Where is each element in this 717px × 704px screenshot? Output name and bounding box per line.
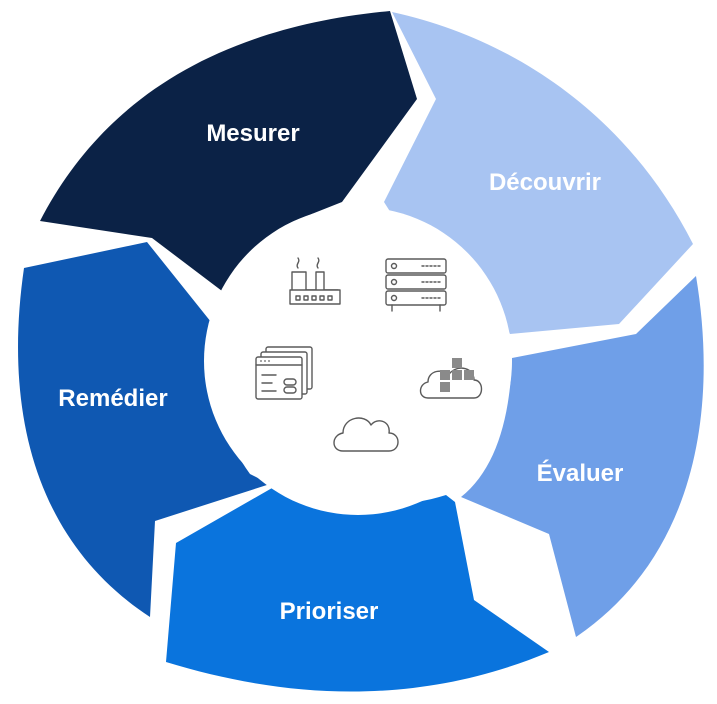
application-windows-icon bbox=[255, 346, 313, 400]
cloud-icon bbox=[333, 417, 399, 452]
cloud-containers-icon bbox=[419, 358, 483, 399]
stage-label-remedier: Remédier bbox=[58, 385, 167, 412]
stage-label-evaluer: Évaluer bbox=[537, 459, 624, 487]
stage-label-mesurer: Mesurer bbox=[206, 120, 299, 147]
stage-label-decouvrir: Découvrir bbox=[489, 169, 601, 196]
factory-icon bbox=[289, 257, 341, 305]
stage-segment-prioriser bbox=[166, 480, 549, 692]
stage-label-prioriser: Prioriser bbox=[280, 598, 379, 625]
server-rack-icon bbox=[385, 258, 447, 312]
stage-segment-evaluer bbox=[461, 276, 704, 637]
hub-circle bbox=[204, 207, 512, 515]
stage-segment-mesurer bbox=[40, 11, 417, 291]
